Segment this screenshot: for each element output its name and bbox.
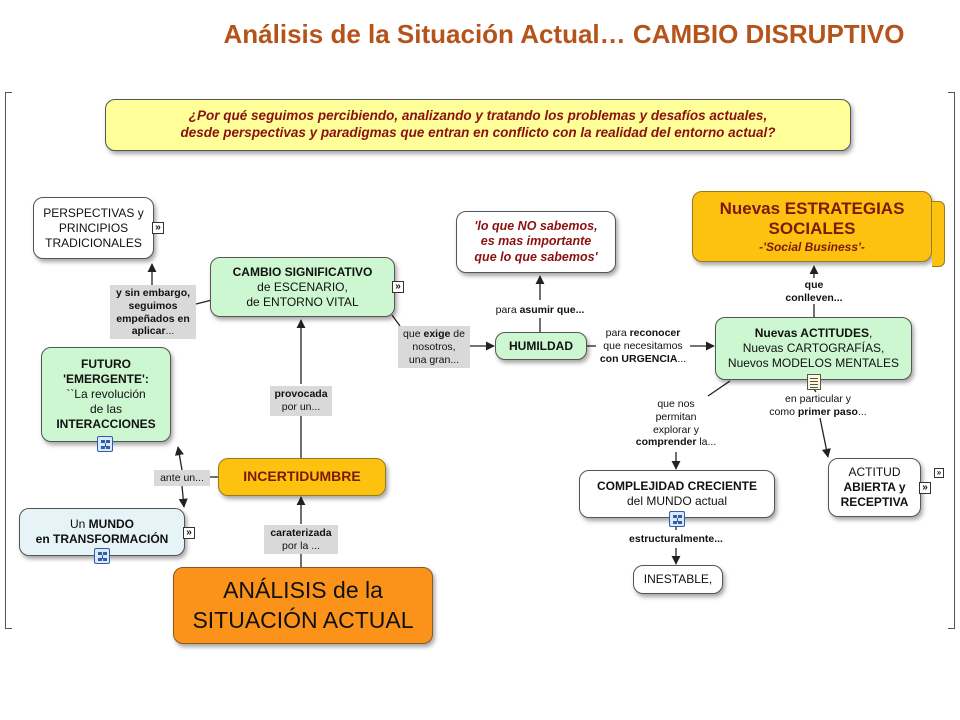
edge-ante-to-mundo: [178, 485, 188, 508]
node-analisis-situacion: ANÁLISIS de la SITUACIÓN ACTUAL: [173, 567, 433, 644]
concept-map-icon[interactable]: [669, 511, 685, 527]
node-inestable: INESTABLE,: [633, 565, 723, 594]
link-label-provocada: provocada por un...: [270, 386, 332, 416]
link-label-asumir: para asumir que...: [495, 304, 585, 316]
link-label-permitan: que nos permitan explorar y comprender l…: [635, 398, 717, 449]
expand-icon[interactable]: »: [919, 482, 931, 494]
node-futuro-emergente: FUTURO 'EMERGENTE': ``La revolución de l…: [41, 347, 171, 442]
node-nuevas-estrategias: Nuevas ESTRATEGIAS SOCIALES -'Social Bus…: [692, 191, 932, 262]
link-label-reconocer: para reconocer que necesitamos con URGEN…: [599, 327, 687, 365]
link-label-conlleven: que conlleven...: [785, 279, 843, 304]
node-humildad: HUMILDAD: [495, 332, 587, 360]
page-title: Análisis de la Situación Actual… CAMBIO …: [0, 14, 960, 54]
node-nuevas-actitudes: Nuevas ACTITUDES, Nuevas CARTOGRAFÍAS, N…: [715, 317, 912, 380]
expand-icon[interactable]: »: [934, 468, 944, 478]
link-label-exige: que exige de nosotros, una gran...: [398, 326, 470, 368]
edge-cambio-to-exige: [391, 314, 401, 327]
node-perspectivas: PERSPECTIVAS y PRINCIPIOS TRADICIONALES: [33, 197, 154, 259]
node-actitud-abierta: ACTITUD ABIERTA y RECEPTIVA: [828, 458, 921, 517]
edge-ante-to-futuro: [174, 446, 184, 471]
edge-cambio-to-sinembargo: [195, 299, 213, 305]
edge-actitudes-to-permitan: [707, 380, 731, 397]
link-label-sin-embargo: y sin embargo, seguimos empeñados en apl…: [110, 285, 196, 339]
expand-icon[interactable]: »: [183, 527, 195, 539]
link-label-ante: ante un...: [154, 470, 210, 486]
node-incertidumbre: INCERTIDUMBRE: [218, 458, 386, 496]
link-label-caraterizada: caraterizada por la ...: [264, 525, 338, 554]
node-complejidad-creciente: COMPLEJIDAD CRECIENTE del MUNDO actual: [579, 470, 775, 518]
expand-icon[interactable]: »: [152, 222, 164, 234]
link-label-particular: en particular y como primer paso...: [769, 393, 867, 418]
edge-particular-to-actitud: [819, 417, 831, 458]
concept-map-icon[interactable]: [94, 548, 110, 564]
expand-icon[interactable]: »: [392, 281, 404, 293]
right-bracket: [948, 92, 955, 629]
node-lo-que-no-sabemos: 'lo que NO sabemos, es mas importante qu…: [456, 211, 616, 273]
title-dots: …: [599, 18, 626, 49]
link-label-estructuralmente: estructuralmente...: [629, 533, 723, 545]
title-main: Análisis de la Situación Actual: [223, 18, 600, 49]
left-bracket: [5, 92, 12, 629]
concept-map-icon[interactable]: [97, 436, 113, 452]
node-stack-edge: [932, 201, 945, 267]
node-question: ¿Por qué seguimos percibiendo, analizand…: [105, 99, 851, 151]
document-icon[interactable]: [807, 374, 821, 390]
title-accent: CAMBIO DISRUPTIVO: [632, 18, 905, 49]
node-cambio-significativo: CAMBIO SIGNIFICATIVO de ESCENARIO, de EN…: [210, 257, 395, 317]
